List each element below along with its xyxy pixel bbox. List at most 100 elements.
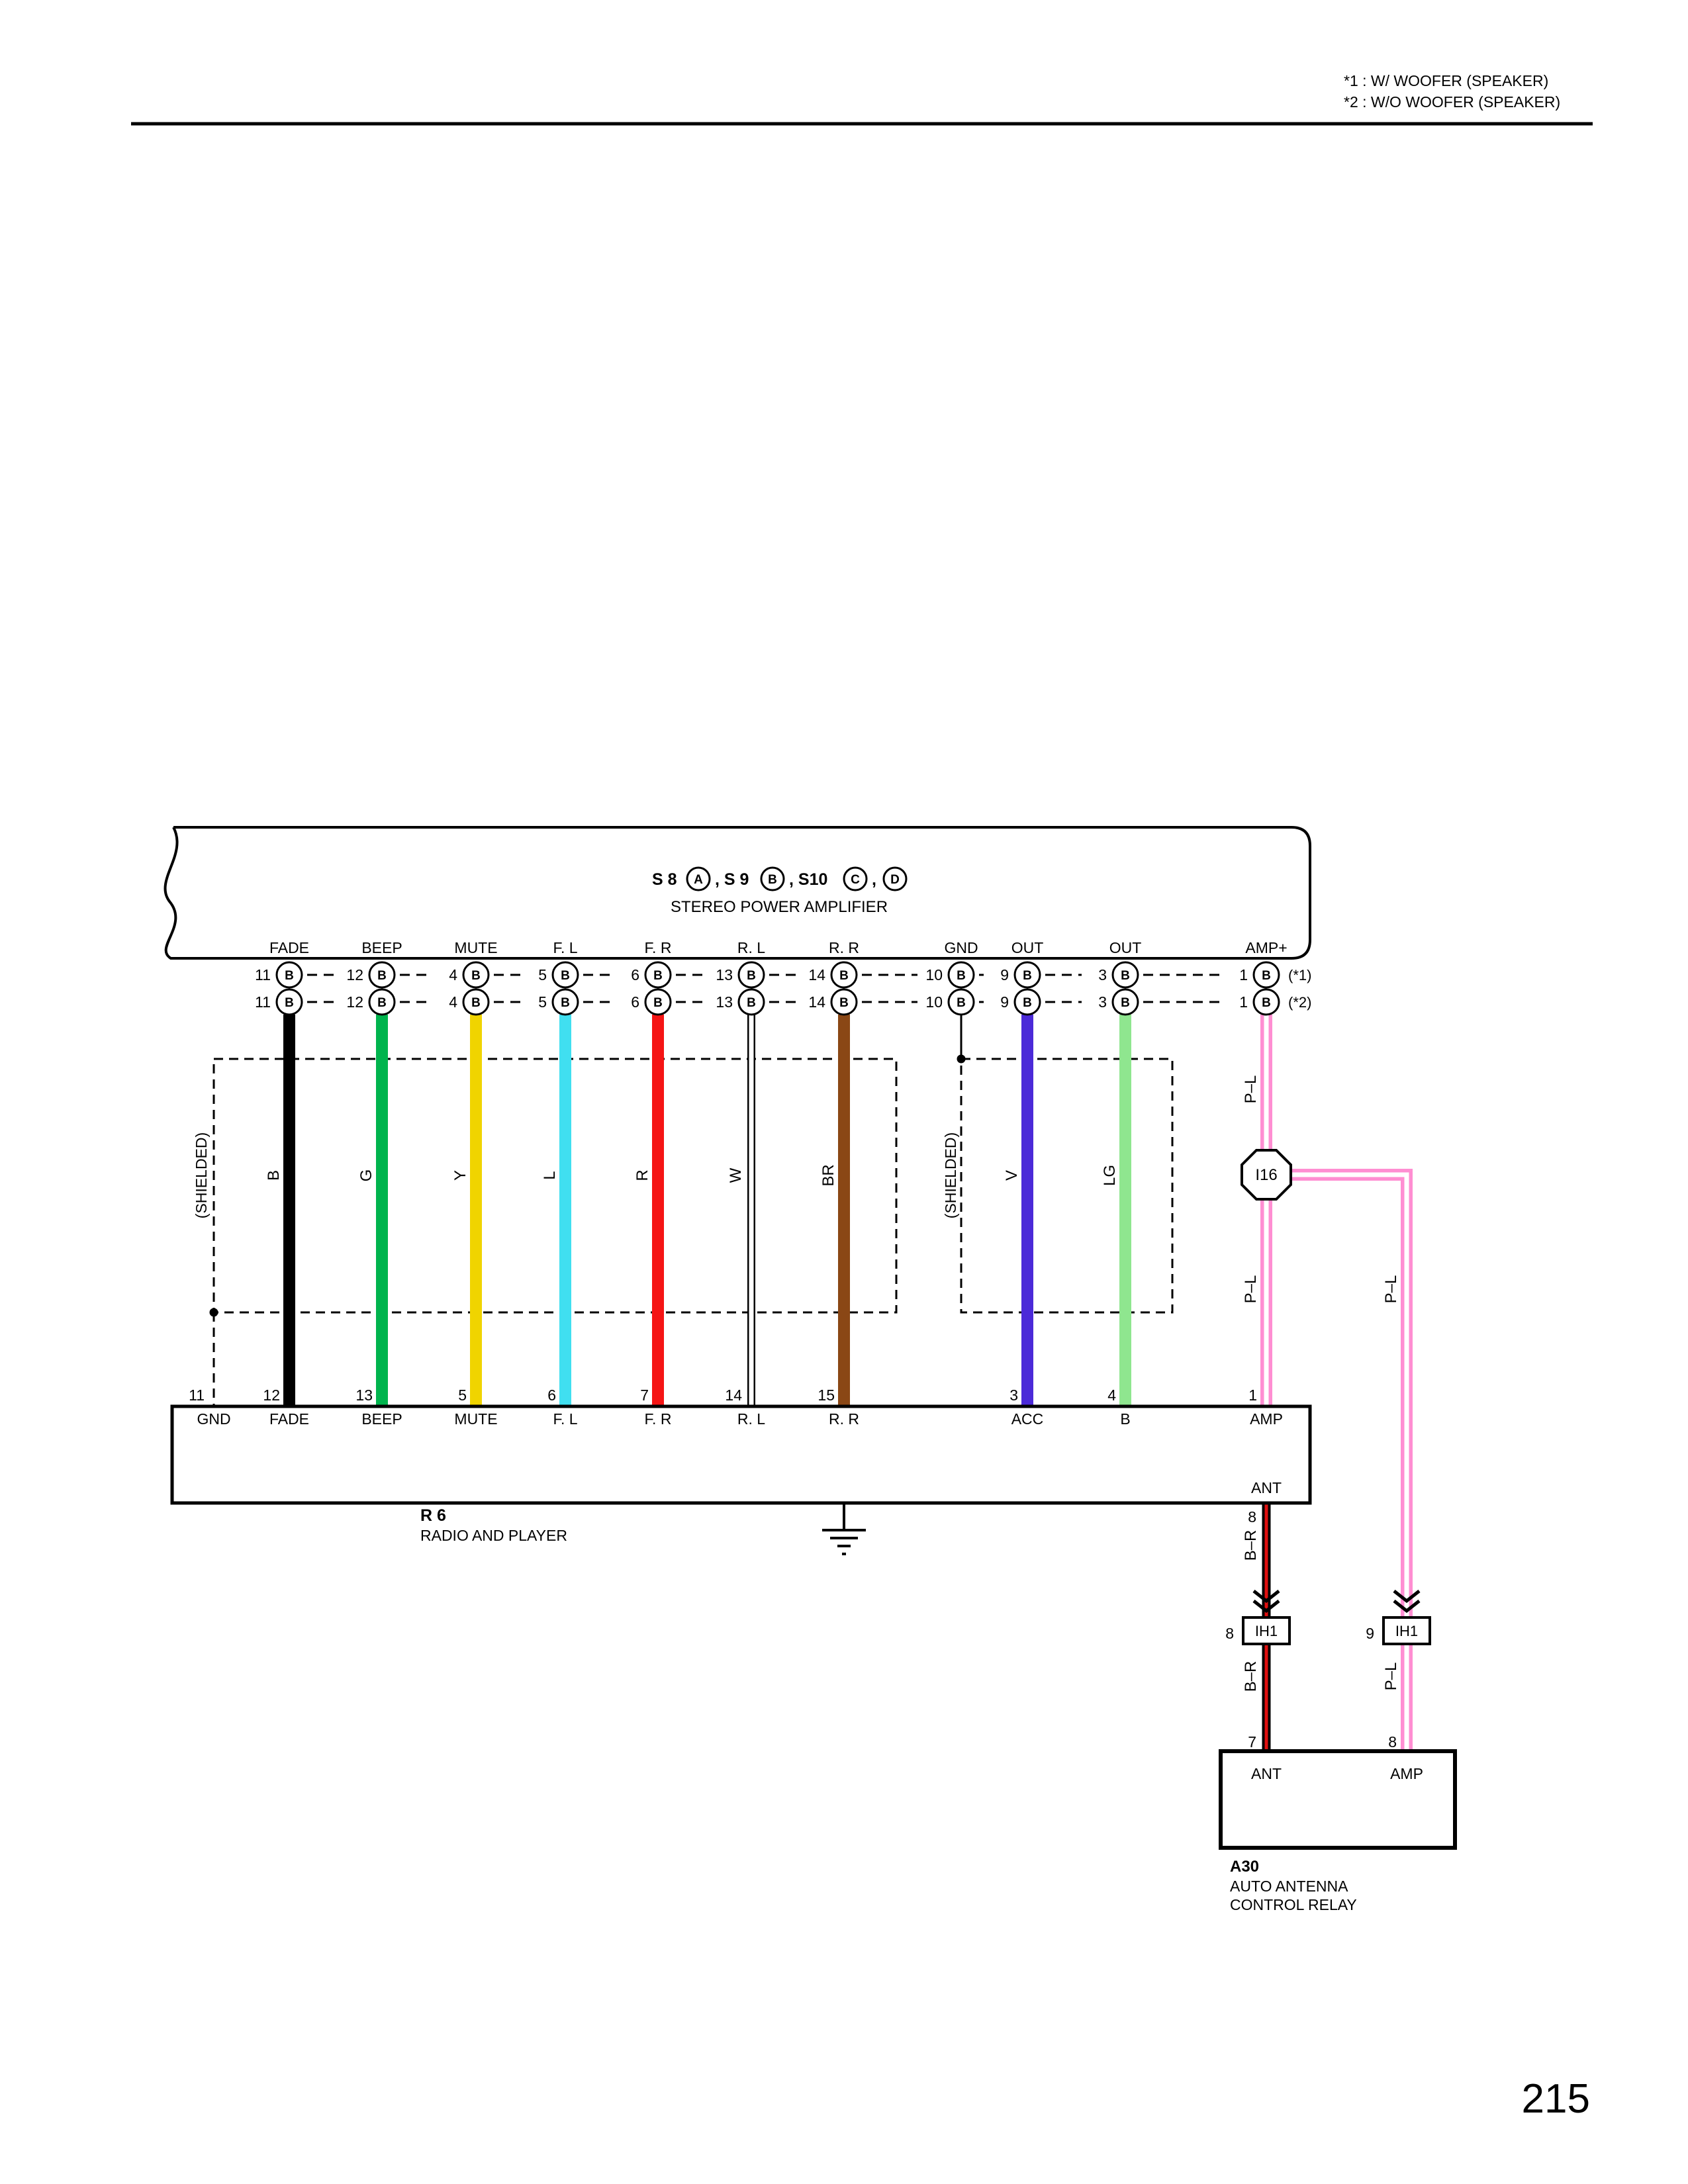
connector-b-circle-icon [760, 866, 785, 891]
radio-pin-name: F. L [553, 1410, 577, 1428]
radio-pin-number: 13 [355, 1387, 373, 1404]
pin-connector-circle [551, 961, 579, 989]
page-number: 215 [1522, 2076, 1590, 2122]
ground-symbol [822, 1503, 866, 1555]
pin-connector-circle [1252, 961, 1280, 989]
amp-pin-number: 11 [255, 993, 271, 1011]
a30-id: A30 [1230, 1858, 1259, 1876]
ih1-right-chevrons-icon [1393, 1590, 1421, 1614]
radio-pin-name: AMP [1250, 1410, 1283, 1428]
ih1-right-label: IH1 [1395, 1623, 1418, 1639]
amp-pin-name: F. R [645, 939, 672, 956]
radio-pin-number: 6 [547, 1387, 556, 1404]
a30-pin8-number: 8 [1388, 1733, 1397, 1751]
amp-pin-name: AMP+ [1245, 939, 1287, 956]
a30-name-line2: CONTROL RELAY [1230, 1896, 1357, 1913]
radio-pin-number: 3 [1009, 1387, 1018, 1404]
wire-code-pl-branch-upper: P–L [1382, 1275, 1400, 1304]
pin-connector-letter: B [1262, 969, 1271, 983]
pin-connector-letter: B [1121, 996, 1130, 1010]
radio-pin-number: 7 [640, 1387, 649, 1404]
static-labels: *1 : W/ WOOFER (SPEAKER) *2 : W/O WOOFER… [189, 72, 1590, 2122]
pin-connector-letter: B [561, 969, 570, 983]
amp-title-comma: , [872, 870, 876, 889]
pin-connector-letter: B [285, 969, 294, 983]
connector-c-circle-icon [843, 866, 868, 891]
pin-connector-letter: B [377, 969, 387, 983]
amp-pin-number: 5 [538, 966, 547, 983]
component-boxes [170, 1149, 1457, 1850]
pin-connector-circle [368, 961, 396, 989]
wire-code: V [1003, 1170, 1021, 1181]
radio-name: RADIO AND PLAYER [420, 1527, 567, 1544]
column-wires [283, 1015, 1272, 1406]
amp-pin-number: 10 [925, 993, 943, 1011]
amp-title-s10: , S10 [789, 870, 827, 889]
radio-pin-name: ACC [1011, 1410, 1044, 1428]
shielded-box-1 [212, 1058, 898, 1314]
pin-connector-letter: B [653, 969, 663, 983]
pin-connector-circle [1111, 961, 1139, 989]
radio-pin-number: 1 [1248, 1387, 1257, 1404]
amp-pin-name: GND [944, 939, 978, 956]
amplifier-box [164, 826, 1311, 960]
pin-connector-circle [947, 961, 975, 989]
a30-name-line1: AUTO ANTENNA [1230, 1878, 1348, 1895]
note-line-2: *2 : W/O WOOFER (SPEAKER) [1344, 93, 1560, 111]
connector-c-letter: C [851, 873, 860, 887]
radio-id: R 6 [420, 1506, 446, 1525]
pin-connector-letter: B [1023, 969, 1032, 983]
pin-connector-letter: B [839, 969, 849, 983]
pin-connector-letter: B [747, 969, 756, 983]
amp-pin-name: F. L [553, 939, 577, 956]
radio-pin-name: R. R [829, 1410, 859, 1428]
a30-ant-label: ANT [1251, 1765, 1282, 1782]
radio-box [170, 1404, 1312, 1505]
connector-d-circle-icon [882, 866, 908, 891]
pin-connector-circle [1013, 988, 1041, 1016]
pin-connector-letter: B [377, 996, 387, 1010]
pin-connector-circle [462, 988, 490, 1016]
i16-label: I16 [1255, 1166, 1277, 1184]
radio-ant-label: ANT [1251, 1479, 1282, 1496]
radio-pin-number: 12 [263, 1387, 280, 1404]
amp-pin-number: 14 [808, 993, 825, 1011]
pin-links [307, 974, 1223, 1003]
a30-amp-label: AMP [1390, 1765, 1423, 1782]
amp-pin-number: 13 [716, 993, 733, 1011]
wire-code: W [727, 1167, 745, 1183]
amp-pin-number: 11 [255, 966, 271, 983]
pin-connector-circle [462, 961, 490, 989]
amp-pin-number: 5 [538, 993, 547, 1011]
pin-circles [275, 961, 1280, 1016]
wire-code-pl-branch-lower: P–L [1382, 1662, 1400, 1691]
pin-connector-circle [1111, 988, 1139, 1016]
ih1-left-label: IH1 [1255, 1623, 1278, 1639]
pin-connector-letter: B [561, 996, 570, 1010]
pin-connector-letter: B [747, 996, 756, 1010]
amp-pin-number: 9 [1000, 993, 1009, 1011]
pin-connector-circle [275, 961, 303, 989]
wire-code: P–L [1242, 1275, 1260, 1304]
amp-pin-name: BEEP [361, 939, 402, 956]
pin-connector-circle [830, 961, 858, 989]
amp-pin-name: R. L [737, 939, 765, 956]
connector-d-letter: D [890, 873, 900, 887]
wire-code: LG [1101, 1165, 1119, 1186]
radio-pin-name: R. L [737, 1410, 765, 1428]
radio-ant-pin-number: 8 [1248, 1508, 1256, 1525]
antenna-wires [1262, 1169, 1413, 1751]
radio-pin-name: BEEP [361, 1410, 402, 1428]
pin-connector-letter: B [653, 996, 663, 1010]
amp-pin-name: OUT [1109, 939, 1142, 956]
wire-code-br-lower: B–R [1242, 1661, 1260, 1692]
pin-connector-circle [368, 988, 396, 1016]
ih1-left-pin-number: 8 [1225, 1625, 1234, 1642]
radio-pin-number: 5 [458, 1387, 467, 1404]
pin-connector-letter: B [1262, 996, 1271, 1010]
radio-gnd-pin-number: 11 [189, 1387, 205, 1404]
pin-connector-circle [644, 961, 672, 989]
radio-pin-name: F. R [645, 1410, 672, 1428]
pin-connector-letter: B [1023, 996, 1032, 1010]
